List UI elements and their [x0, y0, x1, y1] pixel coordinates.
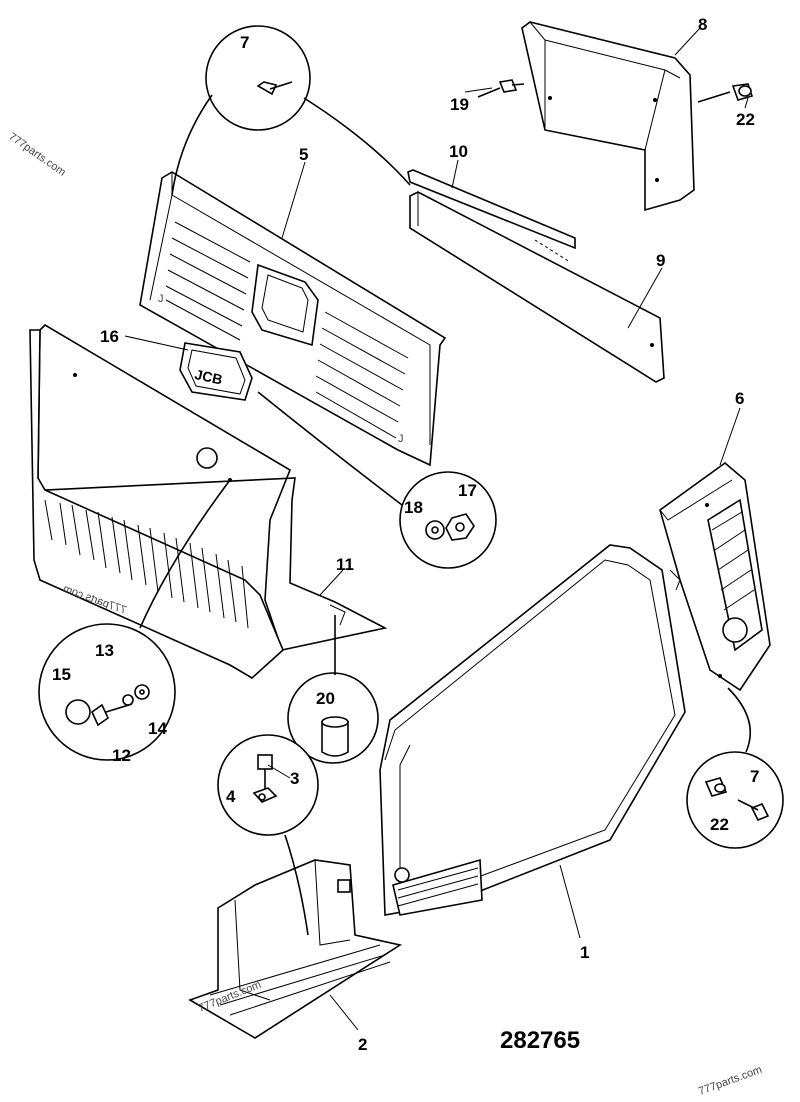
callout-1: 1: [580, 943, 589, 962]
callout-11: 11: [336, 555, 354, 574]
detail-circle-7-22-bottom: [686, 687, 784, 849]
callout-2: 2: [358, 1035, 367, 1054]
watermark-top-left: 777parts.com: [6, 131, 67, 179]
callout-6: 6: [735, 389, 744, 408]
callout-15: 15: [52, 665, 71, 684]
detail-circle-7-top: [171, 25, 411, 196]
callout-9: 9: [656, 251, 665, 270]
callout-22-top: 22: [736, 110, 755, 129]
callout-7-bottom: 7: [750, 767, 759, 786]
part-16-badge: JCB: [179, 342, 253, 401]
part-19-bolt: [477, 79, 525, 98]
callout-14: 14: [148, 719, 167, 738]
callout-13: 13: [95, 641, 114, 660]
callout-10: 10: [449, 142, 468, 161]
part-5-grille-panel: J J: [139, 171, 447, 467]
badge-lettering: JCB: [193, 366, 224, 387]
callout-12: 12: [112, 746, 131, 765]
detail-circle-12-15: [38, 479, 231, 761]
part-2-step: [188, 859, 403, 1039]
callout-4: 4: [226, 787, 236, 806]
watermark-bottom-right: 777parts.com: [697, 1064, 764, 1098]
callout-16: 16: [100, 327, 119, 346]
callout-19: 19: [450, 95, 469, 114]
svg-text:J: J: [158, 293, 164, 305]
callout-3: 3: [290, 769, 299, 788]
detail-circle-20: [287, 615, 379, 764]
callout-7-top: 7: [240, 33, 249, 52]
part-10-strip: [407, 169, 576, 250]
detail-circle-3-4: [217, 734, 319, 936]
part-6-side-panel: [659, 461, 771, 692]
callout-8: 8: [698, 15, 707, 34]
callout-20: 20: [316, 689, 335, 708]
part-22-bolt-top: [697, 83, 754, 103]
svg-text:J: J: [398, 433, 404, 445]
callout-22-bottom: 22: [710, 815, 729, 834]
detail-circle-17-18: [257, 391, 497, 569]
callout-17: 17: [458, 481, 477, 500]
callouts: 7 8 19 22 10 5 9 16 6 17 18 11 13 15 14 …: [52, 15, 759, 1054]
callout-18: 18: [404, 498, 423, 517]
part-11-hood-panel: [29, 323, 388, 679]
leader-lines: [124, 27, 749, 1031]
part-9-strip: [409, 191, 665, 383]
callout-5: 5: [299, 145, 308, 164]
figure-number: 282765: [500, 1027, 580, 1054]
part-1-fender: [379, 544, 686, 916]
part-8-cover-bracket: [521, 21, 695, 212]
